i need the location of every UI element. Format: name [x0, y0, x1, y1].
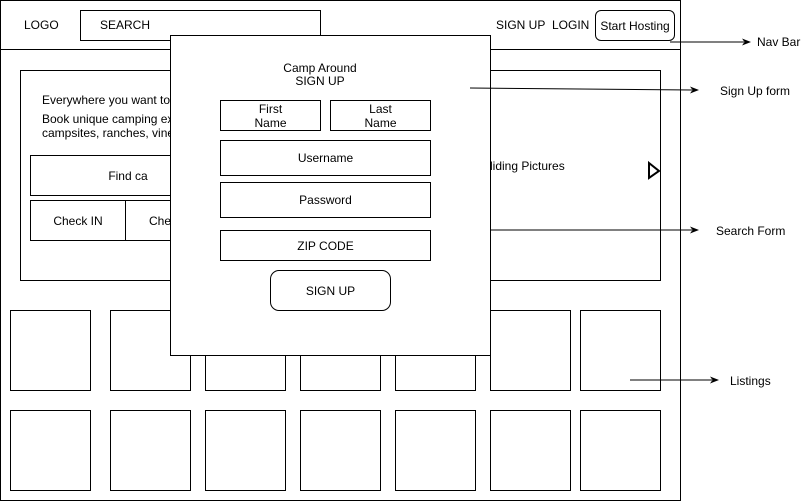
search-placeholder: SEARCH	[100, 18, 151, 32]
listing-card[interactable]	[205, 410, 286, 491]
annotation-signup-form: Sign Up form	[720, 84, 791, 98]
listing-card[interactable]	[490, 310, 571, 391]
nav-signup-link[interactable]: SIGN UP	[496, 18, 546, 32]
listing-card[interactable]	[490, 410, 571, 491]
listing-card[interactable]	[395, 410, 476, 491]
listing-card[interactable]	[300, 410, 381, 491]
nav-bar-arrow	[670, 38, 751, 46]
logo: LOGO	[24, 18, 59, 32]
first-name-field[interactable]: First Name	[220, 100, 321, 131]
start-hosting-button[interactable]: Start Hosting	[595, 10, 675, 41]
annotation-nav-bar: Nav Bar	[757, 35, 801, 49]
signup-title: Camp Around SIGN UP	[170, 62, 470, 88]
username-field[interactable]: Username	[220, 140, 431, 176]
listing-card[interactable]	[580, 310, 661, 391]
hero-headline: Everywhere you want to	[42, 93, 171, 107]
annotation-search-form: Search Form	[716, 224, 786, 238]
last-name-field[interactable]: Last Name	[330, 100, 431, 131]
first-name-label-1: First	[258, 101, 283, 116]
check-in-field[interactable]: Check IN	[30, 200, 126, 241]
annotation-listings: Listings	[730, 374, 771, 388]
zip-code-field[interactable]: ZIP CODE	[220, 230, 431, 261]
listing-card[interactable]	[10, 310, 91, 391]
find-camping-label: Find ca	[108, 168, 148, 183]
find-camping-button[interactable]: Find ca	[30, 155, 190, 196]
hero-desc-line1: Book unique camping ex	[42, 112, 174, 126]
last-name-label-1: Last	[369, 101, 392, 116]
listing-card[interactable]	[580, 410, 661, 491]
last-name-label-2: Name	[364, 115, 397, 130]
signup-submit-button[interactable]: SIGN UP	[270, 270, 391, 311]
check-out-label: Che	[149, 214, 172, 228]
sliding-pictures-label: liding Pictures	[490, 159, 565, 173]
nav-login-link[interactable]: LOGIN	[552, 18, 590, 32]
signup-title-heading: SIGN UP	[295, 74, 345, 88]
hero-desc-line2: campsites, ranches, vine	[42, 126, 175, 140]
password-field[interactable]: Password	[220, 182, 431, 218]
first-name-label-2: Name	[254, 115, 287, 130]
signup-title-app: Camp Around	[283, 61, 357, 75]
listing-card[interactable]	[10, 410, 91, 491]
listing-card[interactable]	[110, 410, 191, 491]
